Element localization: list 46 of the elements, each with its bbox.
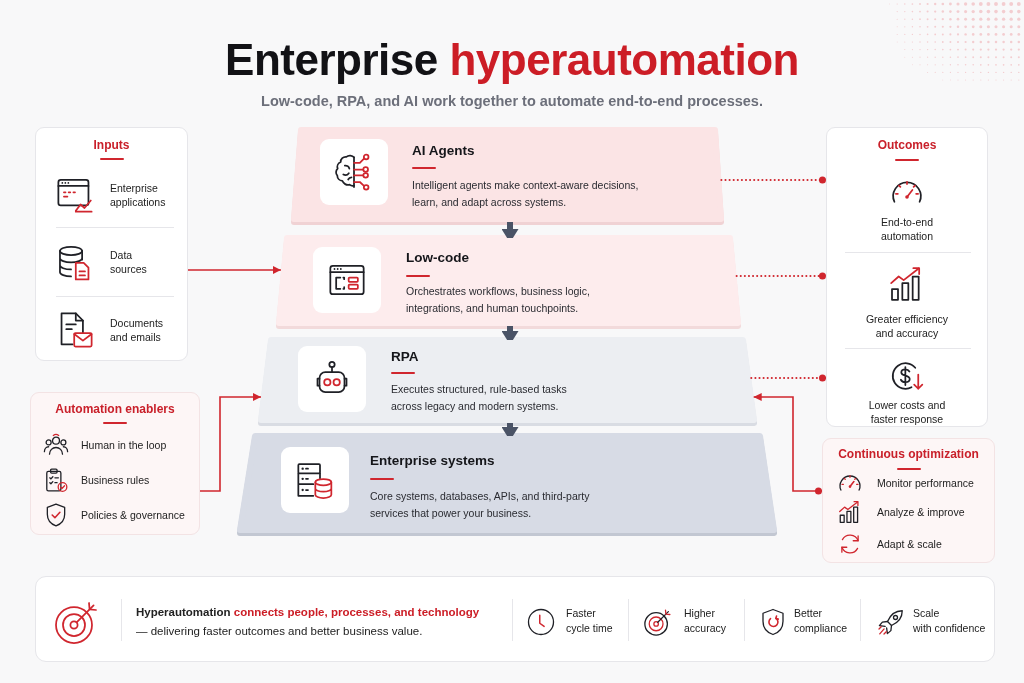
summary-banner (35, 576, 995, 662)
layer-slab (291, 127, 724, 225)
item-label: Monitor performance (877, 476, 974, 490)
item-label: Policies & governance (81, 508, 185, 522)
page-title: Enterprise hyperautomation (225, 34, 799, 86)
layer-slab (276, 235, 741, 329)
benefit-label: Better compliance (794, 606, 849, 636)
dotted-connector (720, 176, 827, 184)
benefit-label: Faster cycle time (566, 606, 614, 636)
panel (826, 127, 988, 427)
layer-description: Intelligent agents make context-aware decisions, learn, and adapt across systems. (412, 178, 640, 210)
item-label: Analyze & improve (877, 505, 965, 519)
layer-title: AI Agents (412, 142, 475, 160)
item-label: Human in the loop (81, 438, 167, 452)
arrow (187, 266, 282, 274)
item-label: Business rules (81, 473, 150, 487)
outcome-label: End-to-end automation (880, 215, 934, 243)
layer-description: Core systems, databases, APIs, and third-party services that power your business. (370, 489, 591, 521)
layer-description: Orchestrates workflows, business logic, integrations, and human touchpoints. (406, 284, 591, 316)
arrow (752, 393, 823, 495)
layer-description: Executes structured, rule-based tasks across legacy and modern systems. (391, 382, 568, 414)
outcome-label: Greater efficiency and accuracy (864, 312, 950, 340)
panel-heading: Automation enablers (54, 401, 176, 417)
item-label: Adapt & scale (877, 537, 942, 551)
arrow (199, 393, 262, 492)
subtitle: Low-code, RPA, and AI work together to automate end-to-end processes. (261, 92, 763, 110)
benefit-label: Higher accuracy (684, 606, 727, 636)
layer-slab (258, 337, 757, 426)
outcome-label: Lower costs and faster response (867, 398, 947, 426)
layer-title: Enterprise systems (370, 452, 495, 470)
panel-heading: Outcomes (876, 137, 938, 153)
layer-title: RPA (391, 348, 419, 366)
panel (35, 127, 188, 361)
layer-slab (237, 433, 777, 536)
panel-heading: Continuous optimization (837, 446, 980, 462)
panel (30, 392, 200, 535)
item-label: Data sources (110, 248, 148, 276)
layer-title: Low-code (406, 249, 469, 267)
benefit-label: Scale with confidence (913, 606, 987, 636)
panel-heading: Inputs (92, 137, 131, 153)
dotted-connector (750, 374, 827, 382)
item-label: Documents and emails (110, 316, 165, 344)
summary-text: Hyperautomation connects people, processes, and technology — delivering faster outcomes and better business value. (136, 605, 481, 639)
item-label: Enterprise applications (110, 181, 167, 209)
panel (822, 438, 995, 563)
dotted-connector (735, 272, 827, 280)
